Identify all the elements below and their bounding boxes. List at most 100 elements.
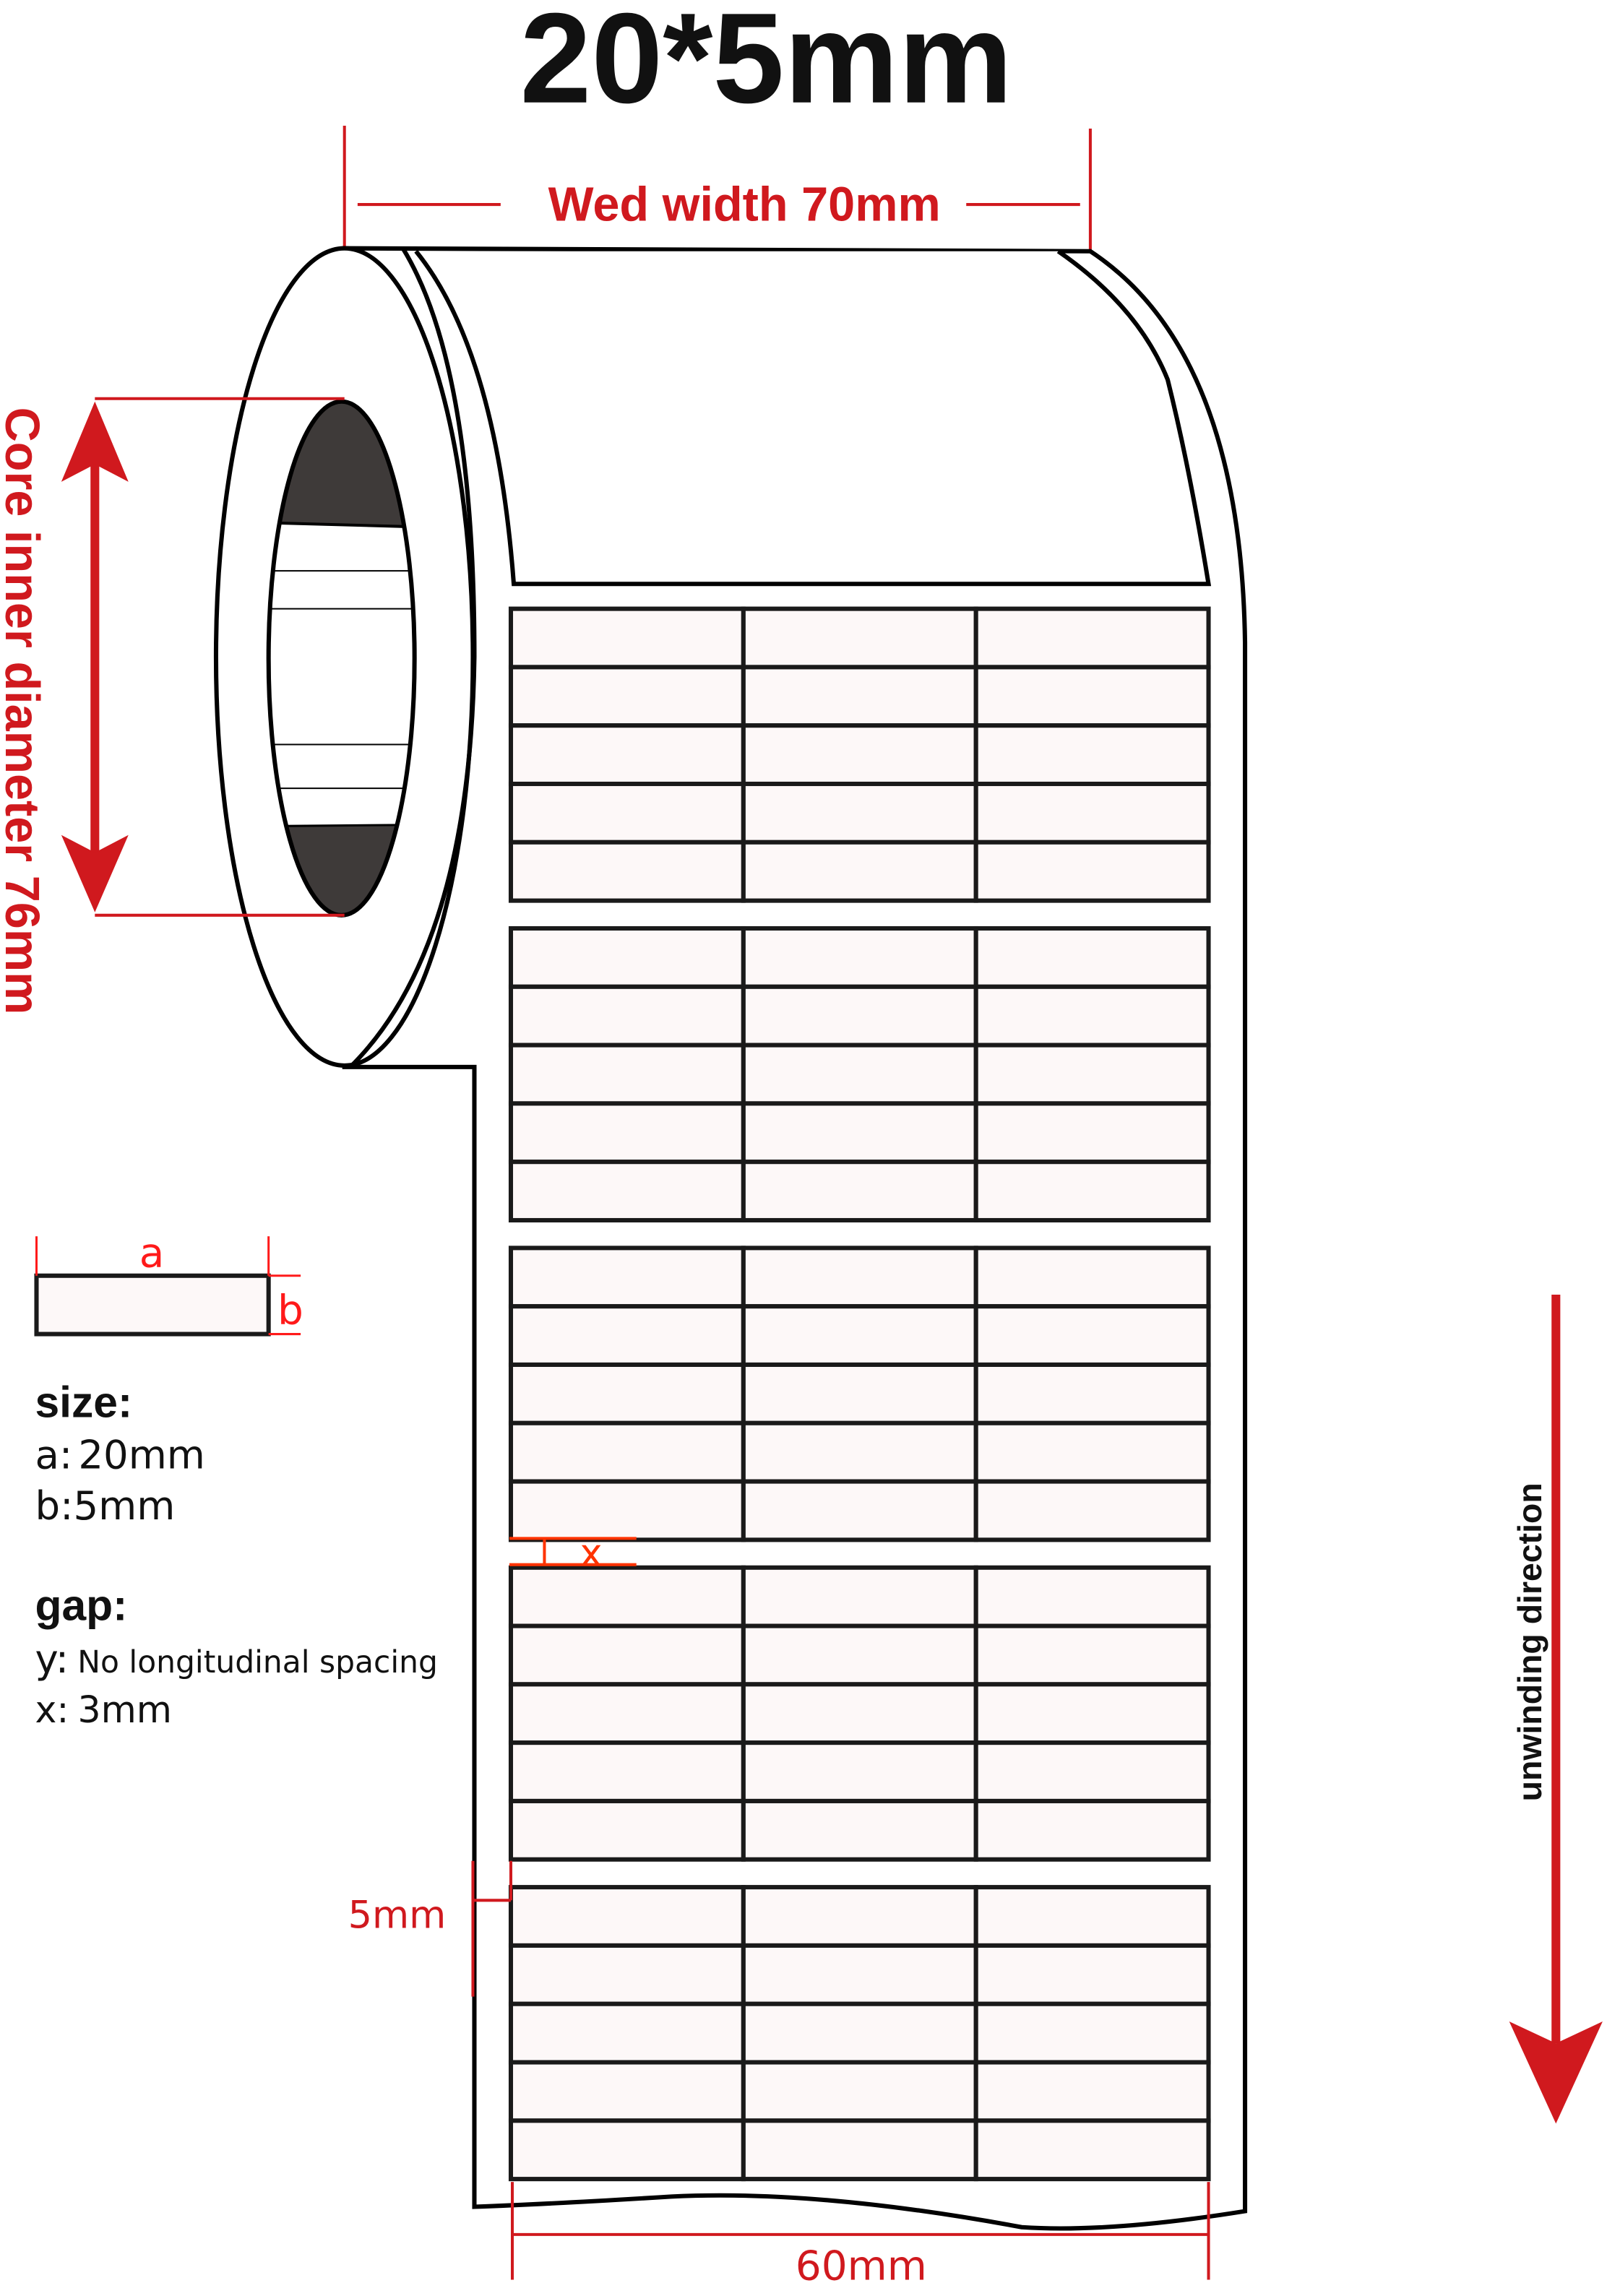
web-width-dimension [342,126,1092,251]
gap-x-line: x:3mm [35,1688,171,1731]
gap-heading: gap: [35,1580,127,1629]
label-cell [973,1362,1211,1425]
label-cell [973,2118,1211,2182]
label-cell [973,1420,1211,1484]
label-cell [741,665,978,728]
label-cell [741,984,978,1048]
label-cell [508,1420,746,1484]
label-cell [973,1246,1211,1309]
gap-x-key: x: [35,1688,69,1731]
label-cell [741,781,978,845]
label-cell [508,606,746,670]
legend-b-marker: b [277,1287,303,1334]
label-cell [973,1943,1211,2006]
label-cell [508,723,746,787]
label-cell [741,1101,978,1165]
label-cell [973,1479,1211,1542]
label-height-label: 5mm [348,1894,447,1938]
label-cell [741,1565,978,1628]
label-cell [973,1740,1211,1803]
legend-a-marker: a [139,1230,165,1277]
label-cell [741,1304,978,1367]
label-cell [973,1565,1211,1628]
size-b-line: b:5mm [35,1483,175,1529]
label-cell [741,1682,978,1745]
label-cell [508,1740,746,1803]
label-cell [741,1420,978,1484]
label-cell [508,1565,746,1628]
gap-y-key: y: [35,1636,69,1682]
label-height-dimension [471,1860,513,1997]
gap-x-value: 3mm [77,1688,171,1731]
gap-x-label: x [580,1532,603,1576]
label-cell [508,2001,746,2065]
label-cell [973,606,1211,670]
label-cell [973,2060,1211,2123]
label-cell [741,1479,978,1542]
label-cell [508,1479,746,1542]
label-cell [973,1101,1211,1165]
size-b-key: b: [35,1483,73,1529]
label-cell [741,1246,978,1309]
label-cell [508,1304,746,1367]
label-cell [741,2060,978,2123]
label-cell [508,1623,746,1687]
label-group [508,925,1211,1223]
core-diameter-dimension [90,397,345,917]
label-cell [508,781,746,845]
arrow-up-icon [61,401,129,482]
label-size-legend [34,1236,301,1337]
label-cell [741,1362,978,1425]
label-group [508,1565,1211,1862]
roll-top-paper [414,249,1212,587]
label-cell [508,2118,746,2182]
label-cell [508,1885,746,1948]
label-cell [973,1160,1211,1223]
unwinding-arrow-down-icon [1509,2021,1603,2124]
core-diameter-label: Core inner diameter 76mm [0,407,48,1015]
label-cell [508,1943,746,2006]
label-cell [973,1043,1211,1106]
label-cell [741,723,978,787]
label-cell [973,840,1211,903]
product-title: 20*5mm [520,0,1013,130]
label-cell [508,1798,746,1862]
label-cell [973,781,1211,845]
size-a-value: 20mm [78,1431,205,1477]
label-cell [741,1623,978,1687]
label-cell [741,1885,978,1948]
unwinding-direction-label: unwinding direction [1511,1483,1548,1801]
label-cell [508,2060,746,2123]
gap-y-value: No longitudinal spacing [77,1645,438,1680]
label-cell [973,1798,1211,1862]
label-cell [741,606,978,670]
label-cell [741,1160,978,1223]
label-cell [973,1623,1211,1687]
label-cell [741,1798,978,1862]
label-cell [973,1304,1211,1367]
gap-x-marker [509,1537,637,1566]
label-cell [741,1043,978,1106]
label-cell [973,665,1211,728]
label-grid [508,606,1211,2182]
label-cell [508,1160,746,1223]
liner-width-label: 60mm [796,2243,927,2289]
label-cell [741,2118,978,2182]
label-cell [973,984,1211,1048]
label-cell [741,2001,978,2065]
label-cell [508,984,746,1048]
label-cell [508,925,746,989]
label-cell [508,840,746,903]
web-width-label: Wed width 70mm [548,178,941,231]
label-cell [741,1943,978,2006]
liner-width-dimension [510,2182,1210,2280]
label-cell [741,1740,978,1803]
size-a-key: a: [35,1431,72,1477]
label-cell [741,925,978,989]
label-cell [973,1885,1211,1948]
size-b-value: 5mm [73,1483,175,1529]
label-cell [508,665,746,728]
label-cell [508,1043,746,1106]
label-cell [973,2001,1211,2065]
